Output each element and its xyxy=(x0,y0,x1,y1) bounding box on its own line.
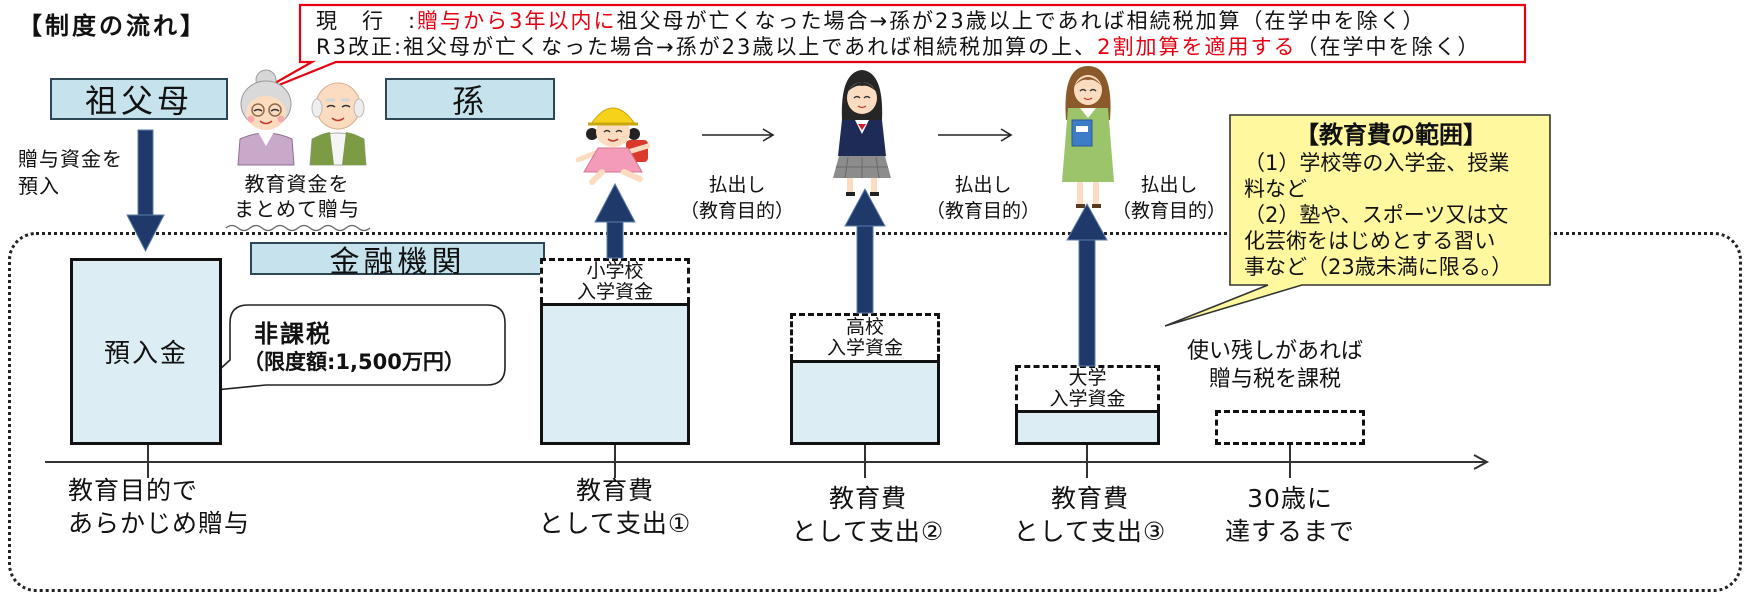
scope-line: 事など（23歳未満に限る。） xyxy=(1244,255,1513,279)
stage-3-label: 教育費 として支出③ xyxy=(995,482,1185,548)
timeline-ticks xyxy=(147,445,1291,478)
page-title: 【制度の流れ】 xyxy=(18,12,207,40)
grandchild-label: 孫 xyxy=(385,78,555,120)
withdrawal-label-2: 払出し （教育目的） xyxy=(913,172,1053,224)
stage-label-line2: として支出③ xyxy=(1013,517,1167,546)
gift-note-line1: 教育資金を xyxy=(244,172,350,196)
remainder-line2: 贈与税を課税 xyxy=(1208,367,1341,392)
grandfather-illustration xyxy=(309,82,367,166)
scope-line: 料など xyxy=(1244,177,1307,201)
remainder-line1: 使い残しがあれば xyxy=(1186,339,1363,364)
stage-2-fund-box: 高校 入学資金 xyxy=(790,313,940,360)
withdrawal-purpose: （教育目的） xyxy=(925,200,1040,222)
stage-3-balance-box xyxy=(1015,410,1160,445)
stage-2-balance-box xyxy=(790,360,940,445)
student-uniform-girl-illustration xyxy=(833,70,891,196)
scope-title: 【教育費の範囲】 xyxy=(1295,121,1487,149)
grandmother-illustration xyxy=(237,69,295,166)
end-label-line1: 30歳に xyxy=(1247,484,1333,513)
fund-line1: 小学校 xyxy=(586,260,644,282)
withdrawal-purpose: （教育目的） xyxy=(679,200,794,222)
stage-label-line1: 教育費 xyxy=(1050,484,1129,513)
university-student-illustration xyxy=(1062,66,1114,208)
withdrawal-label-3: 払出し （教育目的） xyxy=(1099,172,1239,224)
notice-current-line: 現 行 :贈与から3年以内に祖父母が亡くなった場合→孫が23歳以上であれば相続税… xyxy=(316,8,1516,34)
financial-institution-label: 金融機関 xyxy=(250,242,545,280)
child-yellow-hat-illustration xyxy=(575,107,651,185)
timeline-axis xyxy=(45,454,1490,470)
fund-line2: 入学資金 xyxy=(576,281,653,303)
stage-label-line1: 教育費 xyxy=(575,476,654,505)
stage-label-line2: として支出② xyxy=(791,517,945,546)
start-label-line1: 教育目的で xyxy=(68,476,199,505)
scope-line: （2）塾や、スポーツ又は文 xyxy=(1244,203,1509,227)
scope-callout-box xyxy=(1164,114,1551,327)
notice-text: 現 行 :贈与から3年以内に祖父母が亡くなった場合→孫が23歳以上であれば相続税… xyxy=(316,8,1516,60)
stage-1-fund-box: 小学校 入学資金 xyxy=(540,258,690,303)
wavy-underline xyxy=(225,224,371,232)
start-label-line2: あらかじめ贈与 xyxy=(68,509,251,538)
deposit-box-label: 預入金 xyxy=(103,339,188,369)
fund-line2: 入学資金 xyxy=(1049,388,1126,410)
withdrawal-title: 払出し xyxy=(708,174,766,196)
notice-revised-suffix: （在学中を除く） xyxy=(1296,35,1481,59)
deposit-note: 贈与資金を 預入 xyxy=(18,146,123,200)
stage-3-fund-box: 大学 入学資金 xyxy=(1015,365,1160,410)
notice-current-label: 現 行 : xyxy=(316,9,418,33)
gift-note-line2: まとめて贈与 xyxy=(234,197,360,221)
notice-current-highlight: 贈与から3年以内に xyxy=(417,9,617,33)
tax-exempt-limit: （限度額:1,500万円） xyxy=(243,350,465,374)
stage-label-line2: として支出① xyxy=(538,509,692,538)
notice-revised-text: 祖父母が亡くなった場合→孫が23歳以上であれば相続税加算の上、 xyxy=(403,35,1098,59)
notice-revised-label: R3改正: xyxy=(316,35,404,59)
start-label: 教育目的で あらかじめ贈与 xyxy=(68,474,250,540)
scope-line: （1）学校等の入学金、授業 xyxy=(1244,151,1510,175)
notice-current-text: 祖父母が亡くなった場合→孫が23歳以上であれば相続税加算（在学中を除く） xyxy=(616,9,1426,33)
stage-1-balance-box xyxy=(540,303,690,445)
stage-2-label: 教育費 として支出② xyxy=(773,482,963,548)
withdrawal-label-1: 払出し （教育目的） xyxy=(667,172,807,224)
fund-line1: 高校 xyxy=(845,316,884,338)
end-label: 30歳に 達するまで xyxy=(1195,482,1385,548)
financial-institution-region xyxy=(8,232,1742,592)
tax-exempt-title: 非課税 xyxy=(254,320,332,348)
deposit-box: 預入金 xyxy=(70,258,222,445)
progress-arrow-2 xyxy=(938,128,1013,142)
scope-box-text: 【教育費の範囲】 （1）学校等の入学金、授業 料など （2）塾や、スポーツ又は文… xyxy=(1236,120,1546,280)
notice-revised-highlight: 2割加算を適用する xyxy=(1097,35,1297,59)
grandparents-label: 祖父母 xyxy=(50,78,228,120)
fund-line2: 入学資金 xyxy=(826,337,903,359)
withdrawal-purpose: （教育目的） xyxy=(1111,200,1226,222)
remainder-dashed-box xyxy=(1215,410,1365,445)
stage-1-label: 教育費 として支出① xyxy=(520,474,710,540)
end-label-line2: 達するまで xyxy=(1224,517,1355,546)
deposit-note-line1: 贈与資金を xyxy=(18,147,123,171)
fund-line1: 大学 xyxy=(1068,367,1107,389)
gift-note: 教育資金を まとめて贈与 xyxy=(226,172,368,222)
tax-exempt-speech-bubble xyxy=(192,304,506,394)
withdrawal-title: 払出し xyxy=(1140,174,1198,196)
notice-revised-line: R3改正:祖父母が亡くなった場合→孫が23歳以上であれば相続税加算の上、2割加算… xyxy=(316,34,1516,60)
scope-line: 化芸術をはじめとする習い xyxy=(1244,229,1496,253)
remainder-note: 使い残しがあれば 贈与税を課税 xyxy=(1170,338,1380,394)
stage-label-line1: 教育費 xyxy=(828,484,907,513)
notice-callout-box xyxy=(253,3,1527,97)
deposit-note-line2: 預入 xyxy=(18,174,60,198)
progress-arrow-1 xyxy=(702,128,775,142)
withdrawal-title: 払出し xyxy=(954,174,1012,196)
